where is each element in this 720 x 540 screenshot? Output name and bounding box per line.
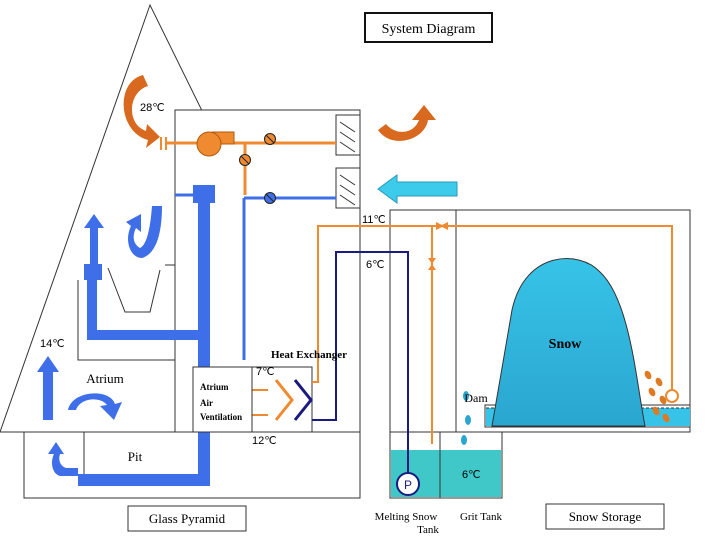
temp-6-line: 6℃ xyxy=(366,259,384,271)
dam-label: Dam xyxy=(464,391,488,405)
grit-tank-label: Grit Tank xyxy=(460,511,503,523)
temp-28: 28℃ xyxy=(140,102,165,114)
fan-icon xyxy=(196,131,235,157)
pump-icon: P xyxy=(396,472,420,496)
snow-storage-label: Snow Storage xyxy=(569,509,642,524)
atrium-air-ventilation-unit xyxy=(192,366,253,433)
chilled-water-line xyxy=(312,251,409,474)
curved-arrow-icon-circulate xyxy=(68,393,122,420)
snow-label: Snow xyxy=(549,337,583,352)
inlet-grille xyxy=(160,137,167,150)
valve-icon xyxy=(239,133,276,204)
temp-11: 11℃ xyxy=(362,214,386,226)
snow-pile xyxy=(491,258,646,427)
curved-arrow-icon-pit xyxy=(48,442,78,476)
melting-snow-tank-label-2: Tank xyxy=(417,524,439,536)
curved-arrow-icon-atrium xyxy=(126,206,162,258)
melt-droplets xyxy=(644,370,670,423)
temp-7: 7℃ xyxy=(256,366,274,378)
ventilation-unit-label-2: Air xyxy=(200,398,213,408)
temp-6-tank: 6℃ xyxy=(462,469,480,481)
warm-air-duct xyxy=(165,141,336,195)
louver-icon xyxy=(339,121,356,206)
melting-snow-tank-label: Melting Snow xyxy=(375,511,438,523)
heat-exchanger xyxy=(251,366,313,433)
glass-pyramid-label: Glass Pyramid xyxy=(149,511,226,526)
straight-arrow-icon-up xyxy=(37,356,59,420)
heat-exchanger-label: Heat Exchanger xyxy=(271,349,347,361)
temp-14: 14℃ xyxy=(40,338,65,350)
straight-arrow-icon-intake xyxy=(377,174,458,204)
water-droplet-icon xyxy=(461,391,471,445)
curved-arrow-icon-exhaust xyxy=(378,105,436,141)
title-box: System Diagram xyxy=(364,12,493,43)
check-valve-icon xyxy=(428,222,448,270)
spray-nozzle xyxy=(665,389,679,403)
glass-pyramid-label-box: Glass Pyramid xyxy=(127,505,247,532)
ventilation-unit-label-1: Atrium xyxy=(200,382,229,392)
curved-arrow-icon-room xyxy=(123,75,160,148)
ventilation-unit-label-3: Ventilation xyxy=(200,412,242,422)
page-title: System Diagram xyxy=(382,22,476,37)
snow-storage-label-box: Snow Storage xyxy=(545,503,665,530)
pit-label: Pit xyxy=(128,449,143,464)
cold-duct-fitting xyxy=(193,185,215,203)
atrium-label: Atrium xyxy=(86,371,124,386)
cold-air-ducts xyxy=(78,193,336,486)
pump-label: P xyxy=(404,478,412,492)
temp-12: 12℃ xyxy=(252,435,277,447)
straight-arrow-icon-atrium-up xyxy=(84,214,104,268)
